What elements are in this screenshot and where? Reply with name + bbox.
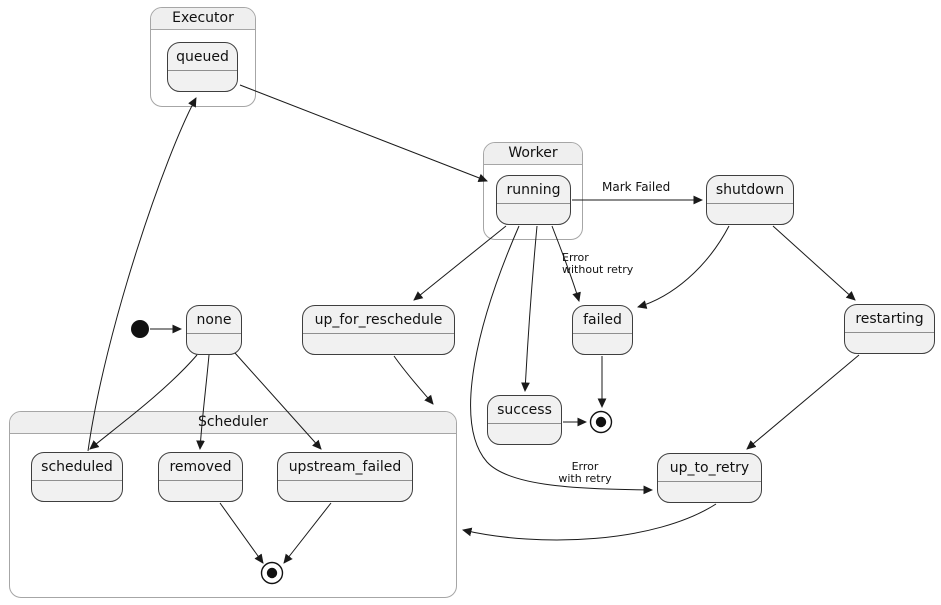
edge-up-to-retry-to-scheduler bbox=[462, 503, 717, 541]
state-shutdown-label: shutdown bbox=[715, 181, 785, 198]
edge-shutdown-to-failed bbox=[637, 225, 730, 309]
state-up-to-retry: up_to_retry bbox=[657, 453, 762, 503]
state-upstream-failed-label: upstream_failed bbox=[288, 458, 402, 475]
state-running-label: running bbox=[506, 181, 561, 198]
edge-queued-to-running bbox=[239, 84, 488, 183]
state-up-for-reschedule-label: up_for_reschedule bbox=[314, 311, 443, 328]
state-running-body bbox=[497, 203, 570, 224]
state-none-body bbox=[187, 333, 241, 354]
state-up-for-reschedule-body bbox=[303, 333, 454, 354]
state-failed: failed bbox=[572, 305, 633, 355]
state-up-for-reschedule: up_for_reschedule bbox=[302, 305, 455, 355]
edge-running-to-success bbox=[521, 225, 538, 392]
edge-label-error-with-retry-line2: with retry bbox=[558, 472, 612, 485]
state-scheduled-body bbox=[32, 480, 122, 501]
state-up-to-retry-body bbox=[658, 481, 761, 502]
state-failed-label: failed bbox=[583, 311, 622, 328]
state-queued: queued bbox=[167, 42, 238, 92]
state-success-label: success bbox=[497, 401, 552, 418]
container-executor-title: Executor bbox=[151, 8, 255, 30]
state-success: success bbox=[487, 395, 562, 445]
state-removed-body bbox=[159, 480, 242, 501]
state-removed: removed bbox=[158, 452, 243, 502]
state-queued-label: queued bbox=[176, 48, 229, 65]
edge-scheduled-to-queued bbox=[87, 97, 197, 452]
state-none: none bbox=[186, 305, 242, 355]
state-restarting: restarting bbox=[844, 304, 935, 354]
state-scheduled-label: scheduled bbox=[41, 458, 113, 475]
initial-state-icon bbox=[131, 320, 149, 338]
state-shutdown-body bbox=[707, 203, 793, 224]
container-worker-title: Worker bbox=[484, 143, 582, 165]
final-state-icon bbox=[589, 410, 613, 434]
state-restarting-label: restarting bbox=[855, 310, 924, 327]
state-upstream-failed: upstream_failed bbox=[277, 452, 413, 502]
state-removed-label: removed bbox=[169, 458, 232, 475]
edge-up-for-reschedule-to-scheduler bbox=[393, 355, 434, 405]
container-scheduler-title: Scheduler bbox=[10, 412, 456, 434]
state-up-to-retry-label: up_to_retry bbox=[669, 459, 750, 476]
state-queued-body bbox=[168, 70, 237, 91]
state-none-label: none bbox=[196, 311, 232, 328]
edge-shutdown-to-restarting bbox=[772, 225, 856, 301]
edge-label-mark-failed: Mark Failed bbox=[602, 180, 671, 194]
state-success-body bbox=[488, 423, 561, 444]
edge-label-error-with-retry: Error with retry bbox=[551, 461, 619, 485]
edge-label-error-without-retry-line2: without retry bbox=[562, 263, 634, 276]
state-scheduled: scheduled bbox=[31, 452, 123, 502]
state-failed-body bbox=[573, 333, 632, 354]
edge-label-error-without-retry: Error without retry bbox=[562, 252, 633, 276]
container-scheduler: Scheduler bbox=[9, 411, 457, 598]
state-shutdown: shutdown bbox=[706, 175, 794, 225]
state-running: running bbox=[496, 175, 571, 225]
edge-restarting-to-up-to-retry bbox=[746, 354, 860, 450]
state-upstream-failed-body bbox=[278, 480, 412, 501]
state-restarting-body bbox=[845, 332, 934, 353]
